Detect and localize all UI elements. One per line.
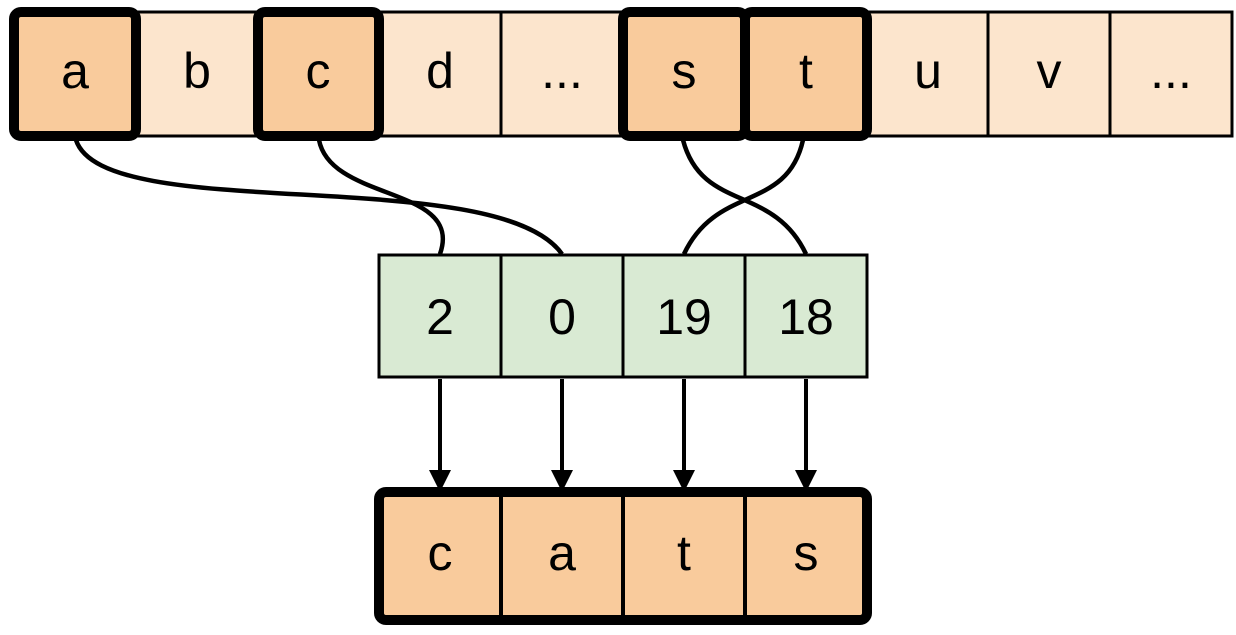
- alphabet-cell-d: [377, 10, 503, 138]
- arrow-head-1: [429, 470, 451, 492]
- index-cell-18: [743, 253, 869, 379]
- alphabet-cell-a: [9, 7, 141, 141]
- connector-c-to-2: [316, 139, 445, 255]
- word-label-c: c: [428, 525, 453, 581]
- arrow-head-2: [551, 470, 573, 492]
- index-cell-2: [377, 253, 503, 379]
- connector-a-to-0: [73, 139, 564, 256]
- connector-t-to-19: [681, 139, 806, 255]
- connector-s-to-18: [680, 139, 809, 255]
- index-label-0: 0: [548, 289, 576, 345]
- alphabet-label-b: b: [183, 43, 211, 99]
- index-label-19: 19: [656, 289, 712, 345]
- alphabet-cell-v: [986, 10, 1112, 138]
- index-label-18: 18: [778, 289, 834, 345]
- word-label-a: a: [548, 525, 576, 581]
- alphabet-label-t: t: [799, 43, 813, 99]
- alphabet-label-s: s: [672, 43, 697, 99]
- alphabet-label-d: d: [426, 43, 454, 99]
- alphabet-cell-ellipsis-1: [499, 10, 625, 138]
- arrow-head-3: [673, 470, 695, 492]
- alphabet-label-u: u: [914, 43, 942, 99]
- index-cell-19: [621, 253, 747, 379]
- alphabet-label-c: c: [306, 43, 331, 99]
- alphabet-label-v: v: [1037, 43, 1062, 99]
- alphabet-label-ellipsis-2: ...: [1150, 43, 1192, 99]
- alphabet-cell-c: [253, 7, 384, 141]
- alphabet-label-a: a: [61, 43, 89, 99]
- alphabet-cell-ellipsis-2: [1108, 10, 1234, 138]
- word-label-t: t: [677, 525, 691, 581]
- alphabet-cell-t: [740, 7, 872, 141]
- arrow-head-4: [795, 470, 817, 492]
- word-label-s: s: [794, 525, 819, 581]
- index-label-2: 2: [426, 289, 454, 345]
- alphabet-label-ellipsis-1: ...: [541, 43, 583, 99]
